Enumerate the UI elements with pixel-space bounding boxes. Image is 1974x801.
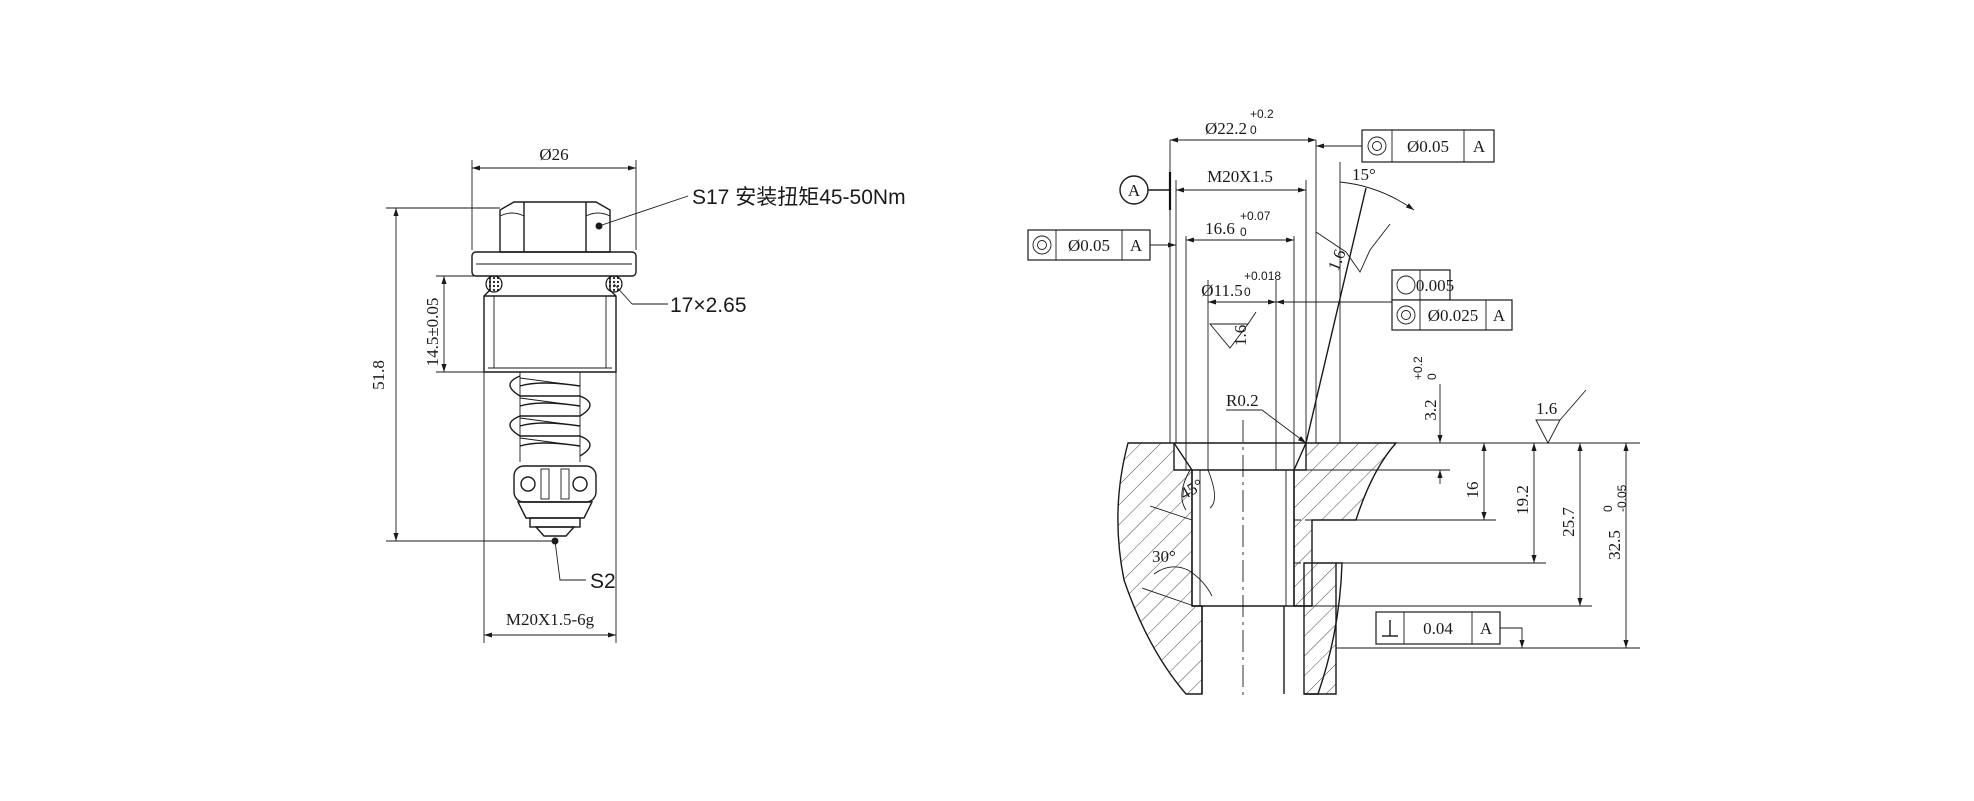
fcf-left-value: Ø0.05 bbox=[1068, 236, 1110, 255]
fcf-round-value: 0.005 bbox=[1416, 276, 1454, 295]
dim-head-dia: Ø26 bbox=[471, 145, 637, 250]
s2-callout: S2 bbox=[554, 540, 616, 593]
hex-head bbox=[499, 201, 611, 253]
fcf-coax-datum: A bbox=[1493, 306, 1506, 325]
cage bbox=[513, 465, 597, 545]
depth-1-label: 3.2 bbox=[1421, 399, 1440, 420]
small-dia-tol-lower: 0 bbox=[1244, 285, 1251, 299]
step-dia-tol-lower: 0 bbox=[1240, 225, 1247, 239]
right-view-port: A Ø22.2 +0.2 0 Ø0.05 A M20X1.5 bbox=[1027, 107, 1640, 700]
left-view-valve: Ø26 51.8 14.5±0.05 M20X1.5-6g S17 安装扭矩45… bbox=[369, 145, 906, 643]
fcf-left-datum: A bbox=[1130, 236, 1143, 255]
depth-1-tol-upper: +0.2 bbox=[1411, 356, 1425, 380]
fcf-round-coax: 0.005 Ø0.025 A bbox=[1276, 269, 1513, 331]
fcf-top-datum: A bbox=[1473, 137, 1486, 156]
dim-seat-height: 14.5±0.05 bbox=[423, 275, 484, 373]
fcf-left: Ø0.05 A bbox=[1027, 229, 1176, 261]
datum-a: A bbox=[1119, 172, 1172, 210]
roughness-1: 1.6 bbox=[1315, 223, 1391, 274]
dim-depth-4: 25.7 bbox=[1312, 443, 1592, 607]
threaded-body bbox=[483, 276, 617, 373]
dim-overall-length: 51.8 bbox=[369, 207, 555, 542]
thread-label: M20X1.5-6g bbox=[506, 610, 595, 629]
dim-small-dia: Ø11.5 +0.018 0 bbox=[1201, 269, 1281, 305]
port-cavity bbox=[1173, 420, 1356, 700]
depth-1-tol-lower: 0 bbox=[1425, 373, 1439, 380]
oring-size-label: 17×2.65 bbox=[670, 294, 747, 317]
small-dia-label: Ø11.5 bbox=[1201, 281, 1242, 300]
depth-2-label: 16 bbox=[1463, 482, 1482, 499]
angle-15: 15° bbox=[1339, 165, 1415, 211]
dim-bore-main: Ø22.2 +0.2 0 bbox=[1170, 107, 1316, 143]
hex-torque-note: S17 安装扭矩45-50Nm bbox=[692, 186, 906, 209]
angle-low-label: 30° bbox=[1152, 547, 1176, 566]
depth-5-tol-lower: -0.05 bbox=[1615, 484, 1629, 512]
hex-callout: S17 安装扭矩45-50Nm bbox=[598, 186, 906, 227]
depth-4-label: 25.7 bbox=[1559, 507, 1578, 537]
roughness-2-label: 1.6 bbox=[1231, 325, 1250, 346]
step-dia-label: 16.6 bbox=[1205, 219, 1235, 238]
radius-label: R0.2 bbox=[1226, 391, 1259, 410]
oring-callout: 17×2.65 bbox=[613, 283, 747, 317]
datum-a-label: A bbox=[1128, 181, 1141, 200]
depth-5-tol-upper: 0 bbox=[1601, 505, 1615, 512]
step-dia-tol-upper: +0.07 bbox=[1240, 209, 1271, 223]
thread-bore-label: M20X1.5 bbox=[1207, 167, 1273, 186]
seat-height-label: 14.5±0.05 bbox=[423, 298, 442, 367]
head-dia-label: Ø26 bbox=[539, 145, 568, 164]
bore-main-label: Ø22.2 bbox=[1205, 119, 1247, 138]
dim-depth-2: 16 bbox=[1356, 443, 1496, 521]
roughness-3-label: 1.6 bbox=[1536, 399, 1557, 418]
bore-main-tol-lower: 0 bbox=[1250, 123, 1257, 137]
dim-thread-bore: M20X1.5 bbox=[1176, 167, 1306, 193]
lower-hex-label: S2 bbox=[590, 570, 616, 593]
dim-thread: M20X1.5-6g bbox=[483, 372, 617, 643]
extension-lines bbox=[1169, 140, 1367, 470]
fcf-coax-value: Ø0.025 bbox=[1428, 306, 1479, 325]
dim-depth-1: 3.2 +0.2 0 bbox=[1294, 356, 1450, 484]
fcf-top: Ø0.05 A bbox=[1316, 129, 1495, 163]
dim-depth-5: 32.5 0 -0.05 bbox=[1336, 443, 1640, 649]
dim-step-dia: 16.6 +0.07 0 bbox=[1186, 209, 1294, 243]
fcf-perp-datum: A bbox=[1480, 619, 1493, 638]
angle-30: 30° bbox=[1141, 547, 1213, 607]
overall-length-label: 51.8 bbox=[369, 360, 388, 390]
angle-top-label: 15° bbox=[1352, 165, 1376, 184]
fcf-perp: 0.04 A bbox=[1375, 611, 1525, 648]
bore-main-tol-upper: +0.2 bbox=[1250, 107, 1274, 121]
roughness-3: 1.6 bbox=[1535, 389, 1587, 444]
dim-depth-3: 19.2 bbox=[1336, 443, 1546, 564]
radius-callout: R0.2 bbox=[1226, 391, 1307, 444]
depth-5-label: 32.5 bbox=[1605, 530, 1624, 560]
housing-section-right bbox=[1293, 442, 1398, 695]
spring bbox=[509, 372, 591, 462]
o-ring bbox=[485, 275, 623, 293]
roughness-2: 1.6 bbox=[1209, 311, 1257, 349]
fcf-top-value: Ø0.05 bbox=[1407, 137, 1449, 156]
flange bbox=[471, 251, 637, 277]
roughness-1-label: 1.6 bbox=[1324, 247, 1350, 274]
fcf-perp-value: 0.04 bbox=[1423, 619, 1453, 638]
small-dia-tol-upper: +0.018 bbox=[1244, 269, 1281, 283]
depth-3-label: 19.2 bbox=[1513, 485, 1532, 515]
